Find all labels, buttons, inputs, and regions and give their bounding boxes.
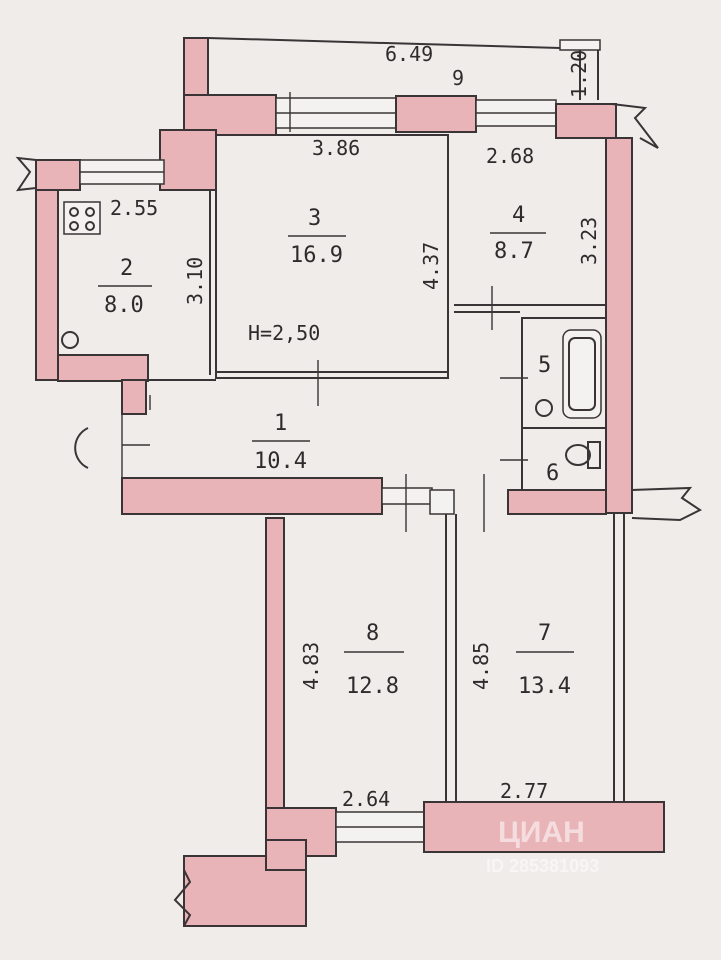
room-5-number: 5: [538, 353, 551, 378]
labels: 6.49 9 1.20 3.86 3 16.9 4.37 H=2,50 2.68…: [98, 42, 601, 811]
room-4-area: 8.7: [494, 239, 534, 264]
room-3-area: 16.9: [290, 243, 343, 268]
room-7-number: 7: [538, 621, 551, 646]
room-1-area: 10.4: [254, 449, 307, 474]
room-6-number: 6: [546, 461, 559, 486]
room-8-height-dim: 4.83: [299, 642, 323, 690]
balcony-width-dim: 1.20: [567, 50, 591, 98]
room-4-width-dim: 2.68: [486, 144, 534, 168]
room-2-width-dim: 2.55: [110, 196, 158, 220]
ceiling-height: H=2,50: [248, 321, 320, 345]
room-7-height-dim: 4.85: [469, 642, 493, 690]
bedroom-walls: [173, 514, 665, 927]
room-1-number: 1: [274, 411, 287, 436]
kitchen-walls: [15, 129, 217, 415]
corridor-walls: [74, 379, 607, 532]
room-2-height-dim: 3.10: [183, 257, 207, 305]
room-7-width-dim: 2.77: [500, 779, 548, 803]
room-8-area: 12.8: [346, 674, 399, 699]
top-wall: [183, 94, 659, 149]
room-8-number: 8: [366, 621, 379, 646]
room-4-number: 4: [512, 203, 525, 228]
watermark: ЦИАН ID 285381093: [486, 816, 599, 876]
room-7-area: 13.4: [518, 674, 571, 699]
watermark-id: ID 285381093: [486, 856, 599, 876]
room-3-height-dim: 4.37: [419, 242, 443, 290]
room-3-width-dim: 3.86: [312, 136, 360, 160]
room-2-area: 8.0: [104, 293, 144, 318]
room-2-number: 2: [120, 256, 133, 281]
watermark-brand: ЦИАН: [498, 816, 585, 849]
right-wall: [605, 137, 702, 522]
bathroom: [500, 317, 607, 491]
balcony-length-dim: 6.49: [385, 42, 433, 66]
room-3-number: 3: [308, 206, 321, 231]
room-8-width-dim: 2.64: [342, 787, 390, 811]
room-4-height-dim: 3.23: [577, 217, 601, 265]
living-partitions: [215, 92, 606, 406]
room-9-number: 9: [452, 66, 464, 90]
